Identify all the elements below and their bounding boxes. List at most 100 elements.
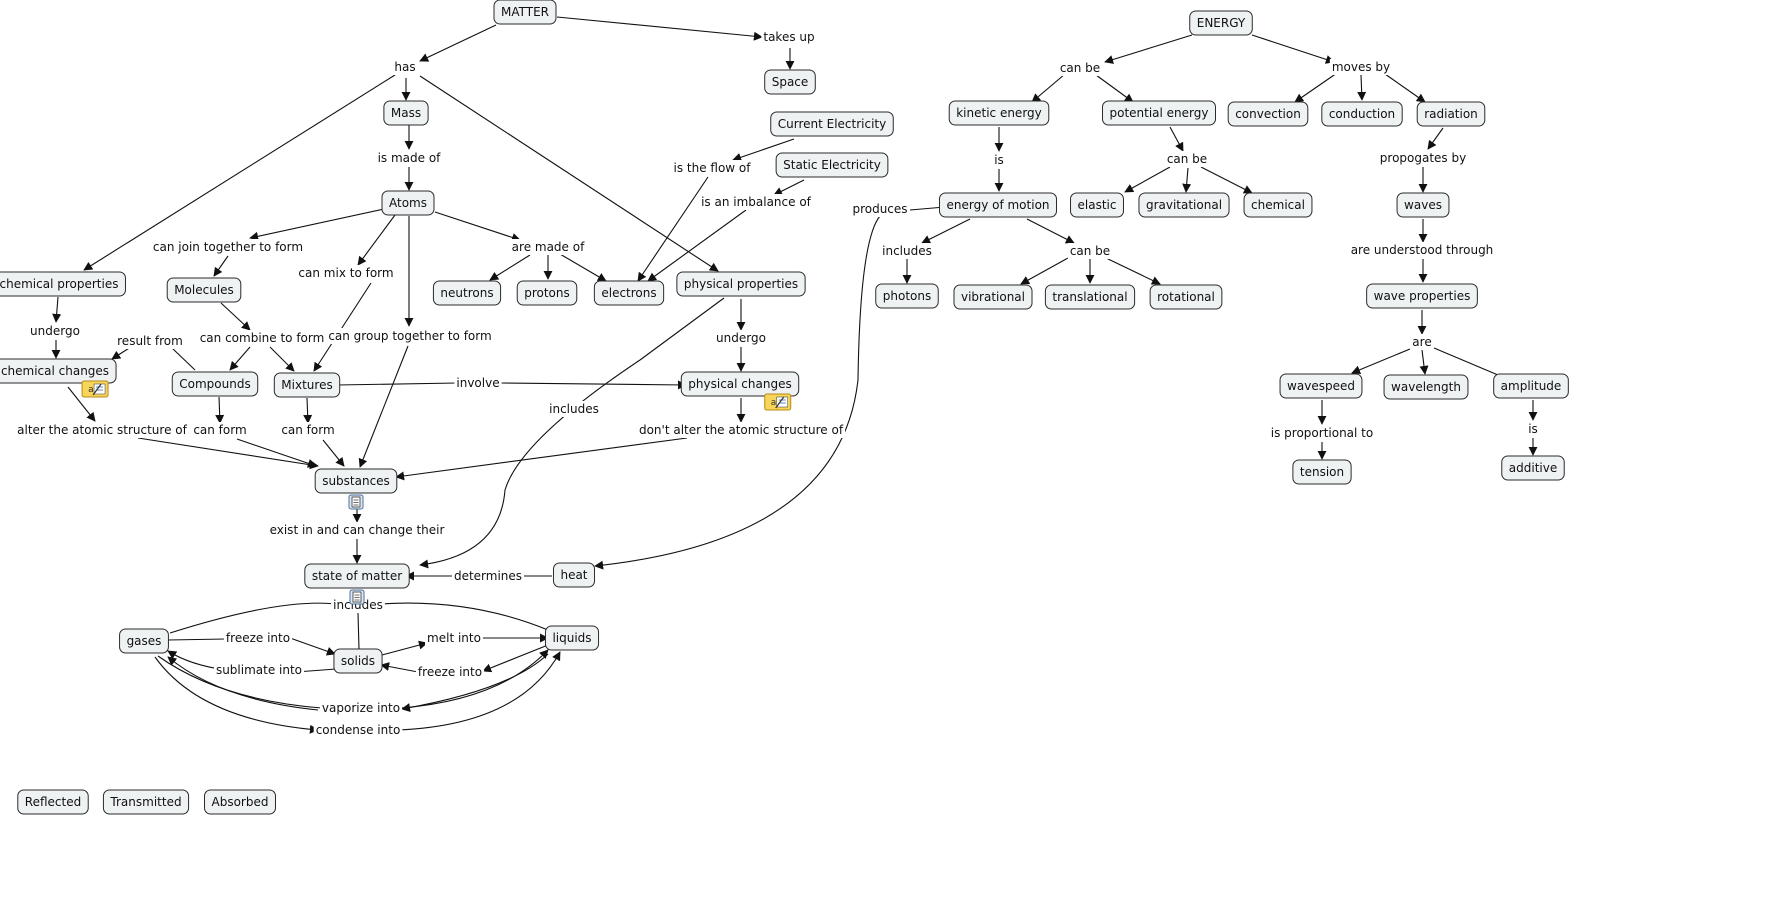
concept-node-kinetic-energy[interactable]: kinetic energy: [948, 100, 1050, 126]
concept-node-absorbed[interactable]: Absorbed: [204, 789, 276, 815]
svg-text:can form: can form: [193, 423, 246, 437]
svg-text:undergo: undergo: [716, 331, 766, 345]
concept-node-rotational[interactable]: rotational: [1149, 284, 1223, 310]
node-label: state of matter: [312, 569, 402, 583]
connection-line: [489, 254, 531, 281]
link-label-is-an-imbalance-of: is an imbalance of: [699, 194, 813, 210]
annotation-note-icon[interactable]: a: [81, 380, 109, 398]
connection-line: [395, 437, 688, 481]
node-label: physical properties: [684, 277, 798, 291]
node-box: [381, 190, 435, 216]
concept-node-protons[interactable]: protons: [516, 280, 578, 306]
concept-node-physical-changes[interactable]: physical changes: [680, 371, 800, 397]
concept-node-potential-energy[interactable]: potential energy: [1101, 100, 1217, 126]
node-label: chemical properties: [0, 277, 118, 291]
concept-node-matter[interactable]: MATTER: [493, 0, 557, 25]
concept-node-reflected[interactable]: Reflected: [17, 789, 89, 815]
node-box: [1189, 10, 1253, 36]
link-label-is-proportional-to: is proportional to: [1268, 425, 1376, 441]
node-box: [333, 648, 383, 674]
node-box: [544, 625, 600, 651]
concept-node-current-electricity[interactable]: Current Electricity: [770, 111, 894, 137]
concept-node-atoms[interactable]: Atoms: [381, 190, 435, 216]
node-box: [314, 468, 398, 494]
concept-node-wave-properties[interactable]: wave properties: [1366, 283, 1478, 309]
connection-line: [220, 302, 251, 331]
concept-node-compounds[interactable]: Compounds: [171, 371, 259, 397]
connection-line: [556, 16, 763, 41]
link-label-can-combine: can combine to form: [197, 330, 327, 346]
concept-node-state-of-matter[interactable]: state of matter: [304, 563, 410, 589]
node-label: potential energy: [1109, 106, 1208, 120]
concept-node-radiation[interactable]: radiation: [1416, 101, 1486, 127]
link-label-is-the-flow-of: is the flow of: [671, 160, 753, 176]
link-label-can-group: can group together to form: [326, 328, 494, 344]
concept-node-physical-properties[interactable]: physical properties: [676, 271, 806, 297]
connection-line: [1384, 73, 1426, 103]
concept-node-tension[interactable]: tension: [1292, 459, 1352, 485]
concept-node-energy[interactable]: ENERGY: [1189, 10, 1253, 36]
connection-line: [732, 138, 795, 162]
attached-resource-icon[interactable]: [349, 589, 365, 605]
node-box: [1366, 283, 1478, 309]
node-box: [493, 0, 557, 25]
annotation-note-icon[interactable]: a: [764, 393, 792, 411]
concept-node-gases[interactable]: gases: [119, 628, 169, 654]
concept-node-substances[interactable]: substances: [314, 468, 398, 494]
connection-line: [1294, 72, 1338, 103]
concept-node-vibrational[interactable]: vibrational: [953, 284, 1033, 310]
concept-node-elastic[interactable]: elastic: [1070, 192, 1124, 218]
concept-node-waves[interactable]: waves: [1396, 192, 1450, 218]
connection-line: [1105, 257, 1161, 285]
link-label-motion-can-be: can be: [1067, 243, 1113, 259]
node-box: [17, 789, 89, 815]
svg-text:can form: can form: [281, 423, 334, 437]
concept-node-energy-of-motion[interactable]: energy of motion: [938, 192, 1058, 218]
concept-node-heat[interactable]: heat: [552, 562, 596, 588]
concept-node-liquids[interactable]: liquids: [544, 625, 600, 651]
connection-line: [482, 644, 549, 673]
link-label-are-made-of: are made of: [509, 239, 587, 255]
svg-text:can be: can be: [1167, 152, 1207, 166]
connection-line: [1357, 74, 1367, 101]
node-label: Mass: [391, 106, 421, 120]
node-label: Absorbed: [212, 795, 269, 809]
concept-node-gravitational[interactable]: gravitational: [1138, 192, 1230, 218]
concept-node-chemical-properties[interactable]: chemical properties: [0, 271, 126, 297]
link-label-is-kinetic: is: [992, 152, 1006, 168]
concept-node-space[interactable]: Space: [764, 69, 816, 95]
link-label-determines: determines: [451, 568, 525, 584]
svg-text:a: a: [88, 385, 94, 395]
concept-node-chemical[interactable]: chemical: [1243, 192, 1313, 218]
link-label-involve: involve: [454, 375, 502, 391]
attached-resource-icon[interactable]: [348, 494, 364, 510]
node-box: [764, 69, 816, 95]
concept-node-convection[interactable]: convection: [1227, 101, 1309, 127]
node-label: energy of motion: [946, 198, 1049, 212]
concept-node-chemical-changes[interactable]: chemical changes: [0, 358, 117, 384]
concept-node-additive[interactable]: additive: [1501, 455, 1565, 481]
svg-text:determines: determines: [454, 569, 522, 583]
node-label: convection: [1235, 107, 1301, 121]
concept-node-mass[interactable]: Mass: [383, 100, 429, 126]
concept-node-translational[interactable]: translational: [1044, 284, 1136, 310]
connection-line: [269, 346, 295, 372]
concept-node-conduction[interactable]: conduction: [1321, 101, 1403, 127]
node-label: Space: [772, 75, 809, 89]
concept-node-wavespeed[interactable]: wavespeed: [1279, 373, 1363, 399]
concept-node-molecules[interactable]: Molecules: [166, 277, 242, 303]
node-label: chemical changes: [1, 364, 109, 378]
concept-node-electrons[interactable]: electrons: [593, 280, 665, 306]
concept-node-photons[interactable]: photons: [875, 283, 939, 309]
node-box: [1243, 192, 1313, 218]
concept-node-neutrons[interactable]: neutrons: [432, 280, 502, 306]
concept-node-amplitude[interactable]: amplitude: [1493, 373, 1569, 399]
concept-node-static-electricity[interactable]: Static Electricity: [775, 152, 889, 178]
svg-text:a: a: [771, 398, 777, 408]
connection-line: [289, 637, 336, 656]
concept-node-mixtures[interactable]: Mixtures: [273, 372, 341, 398]
concept-node-wavelength[interactable]: wavelength: [1383, 374, 1469, 400]
concept-node-transmitted[interactable]: Transmitted: [102, 789, 190, 815]
concept-node-solids[interactable]: solids: [333, 648, 383, 674]
